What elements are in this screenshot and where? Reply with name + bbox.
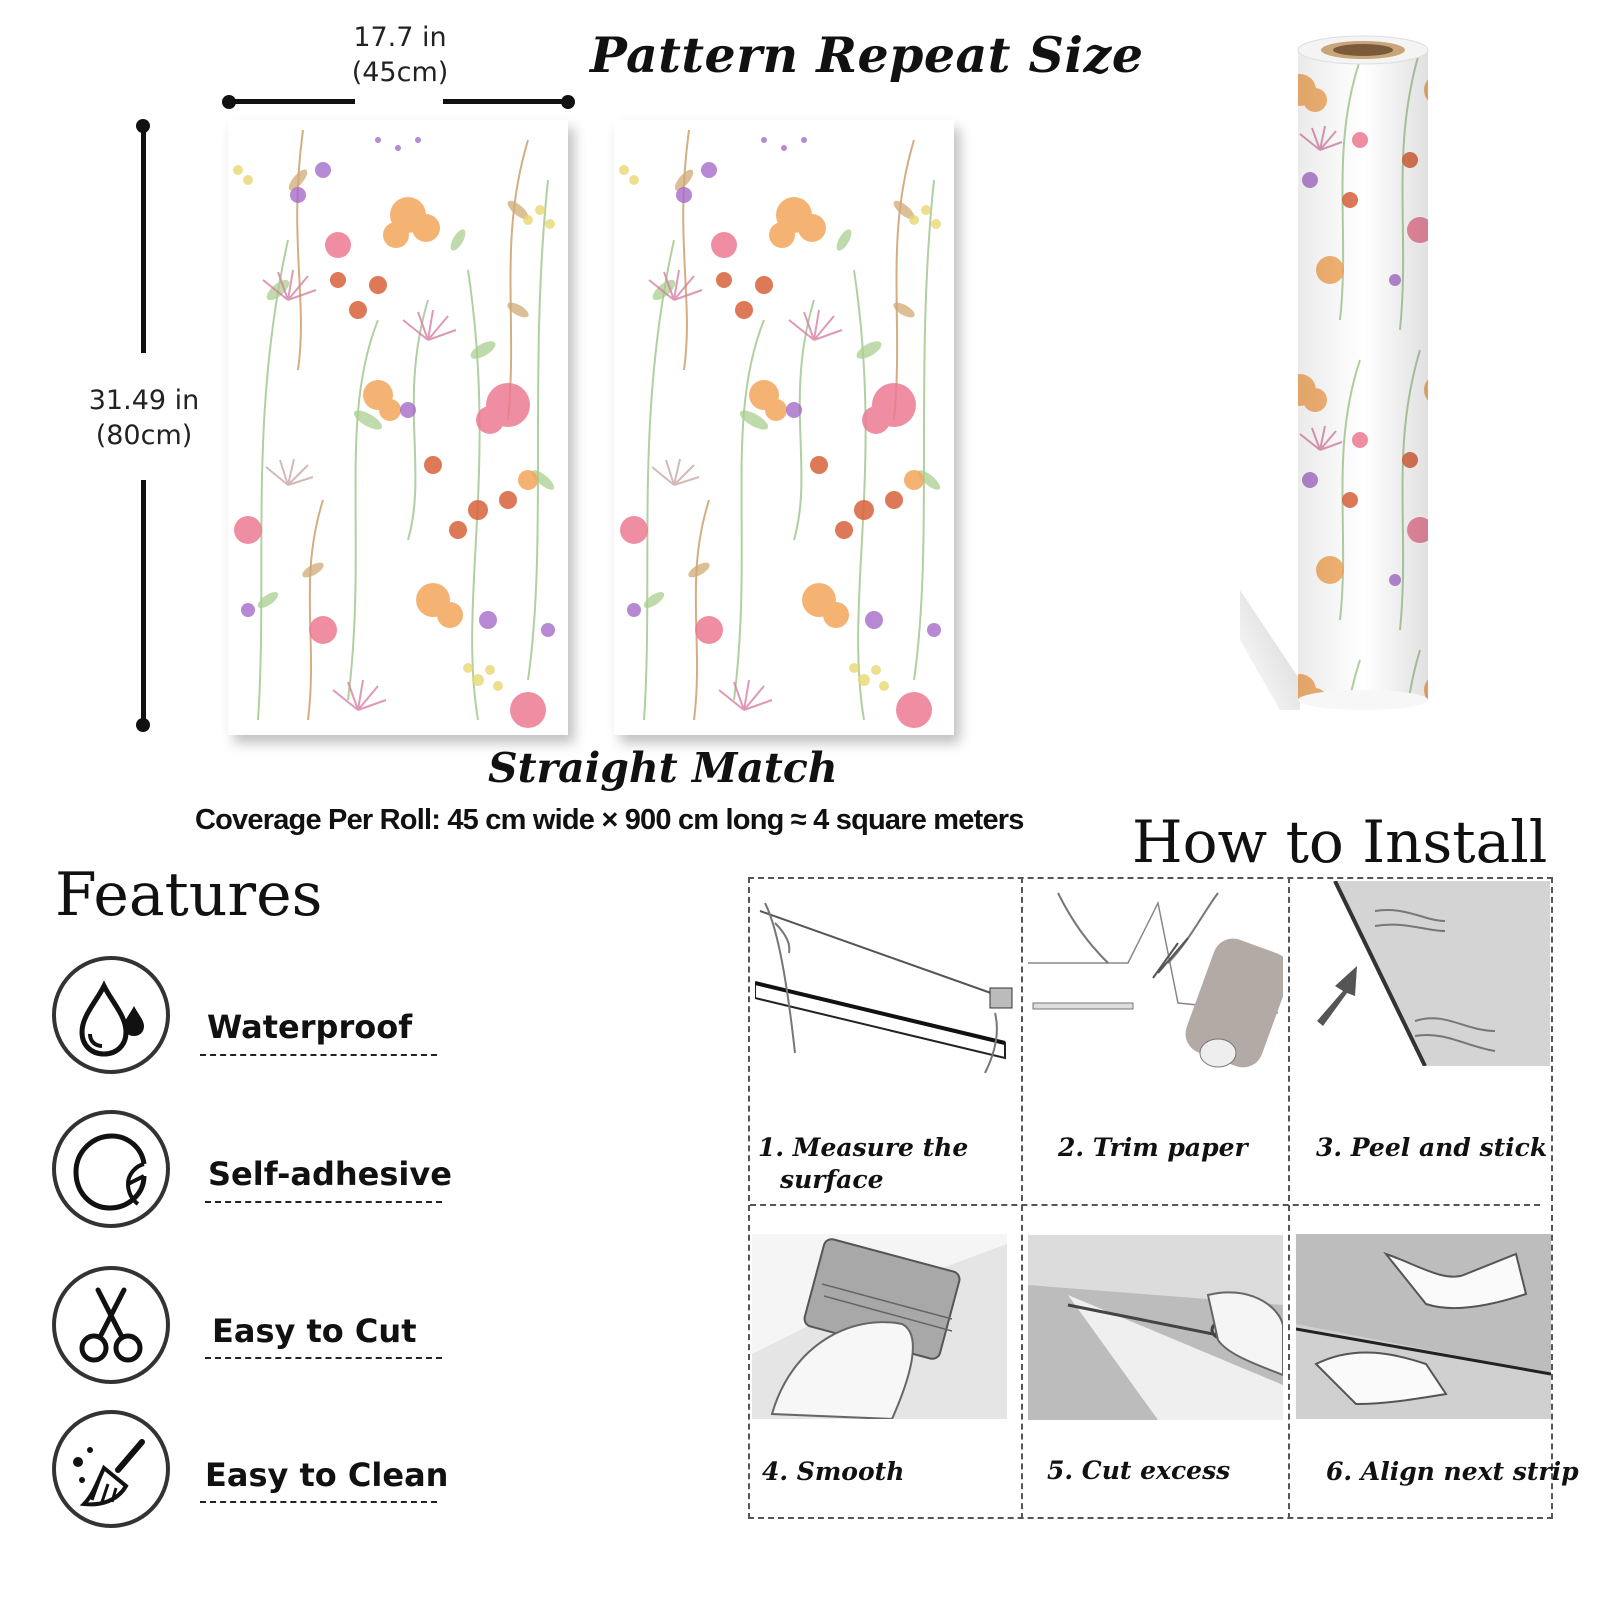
step-4-line1: 4. Smooth bbox=[762, 1457, 905, 1486]
peel-and-stick-illustration bbox=[1295, 881, 1550, 1066]
pattern-panel-left bbox=[228, 120, 568, 735]
width-end-dot bbox=[561, 95, 575, 109]
step-2-label: 2. Trim paper bbox=[1058, 1132, 1248, 1164]
width-line-right bbox=[443, 99, 568, 104]
pattern-panel-right bbox=[614, 120, 954, 735]
step-4-label: 4. Smooth bbox=[762, 1456, 904, 1488]
width-label: 17.7 in (45cm) bbox=[340, 20, 460, 90]
features-heading: Features bbox=[55, 860, 323, 930]
cut-excess-illustration bbox=[1028, 1235, 1283, 1420]
self-adhesive-icon-circle bbox=[52, 1110, 170, 1228]
easy-to-clean-icon-circle bbox=[52, 1410, 170, 1528]
step-5-line1: 5. Cut excess bbox=[1047, 1456, 1231, 1485]
wallpaper-roll bbox=[1240, 30, 1440, 710]
step-3-label: 3. Peel and stick bbox=[1316, 1132, 1547, 1164]
grid-divider-h bbox=[750, 1204, 1540, 1206]
pattern-repeat-title: Pattern Repeat Size bbox=[590, 26, 1144, 84]
measure-surface-illustration bbox=[755, 902, 1013, 1073]
scissors-icon bbox=[79, 1287, 143, 1363]
trim-paper-illustration bbox=[1028, 892, 1283, 1068]
step-6-label: 6. Align next strip bbox=[1326, 1456, 1579, 1488]
step-3-line1: 3. Peel and stick bbox=[1316, 1133, 1548, 1162]
height-label: 31.49 in (80cm) bbox=[74, 383, 214, 453]
install-heading: How to Install bbox=[1132, 808, 1548, 876]
step-5-label: 5. Cut excess bbox=[1047, 1455, 1230, 1487]
width-inches: 17.7 in bbox=[353, 22, 447, 53]
feature-easy-to-clean-label: Easy to Clean bbox=[205, 1456, 449, 1494]
grid-divider-v1 bbox=[1021, 877, 1023, 1519]
height-end-dot bbox=[136, 718, 150, 732]
roll-image bbox=[1240, 35, 1429, 710]
height-cm: (80cm) bbox=[95, 420, 193, 451]
water-drops-icon bbox=[79, 980, 144, 1057]
feature-easy-to-cut-label: Easy to Cut bbox=[212, 1312, 417, 1350]
step-1-line1: 1. Measure the bbox=[758, 1133, 969, 1162]
coverage-text: Coverage Per Roll: 45 cm wide × 900 cm l… bbox=[195, 804, 1024, 836]
broom-icon bbox=[73, 1439, 145, 1507]
step-6-line1: 6. Align next strip bbox=[1326, 1457, 1579, 1486]
grid-divider-v2 bbox=[1288, 877, 1290, 1519]
waterproof-icon-circle bbox=[52, 956, 170, 1074]
floral-pattern-left bbox=[228, 120, 568, 735]
feature-waterproof-underline bbox=[200, 1054, 437, 1056]
feature-easy-to-clean-underline bbox=[200, 1501, 437, 1503]
feature-self-adhesive-underline bbox=[205, 1201, 442, 1203]
smooth-illustration bbox=[752, 1234, 1007, 1419]
feature-self-adhesive-label: Self-adhesive bbox=[208, 1155, 452, 1193]
width-line-left bbox=[228, 99, 355, 104]
step-1-line2: surface bbox=[780, 1165, 884, 1194]
width-cm: (45cm) bbox=[351, 57, 449, 88]
easy-to-cut-icon-circle bbox=[52, 1266, 170, 1384]
floral-pattern-right bbox=[614, 120, 954, 735]
install-steps-grid bbox=[748, 877, 1553, 1519]
peel-sticker-icon bbox=[73, 1133, 147, 1211]
straight-match-title: Straight Match bbox=[488, 744, 838, 792]
step-2-line1: 2. Trim paper bbox=[1058, 1133, 1248, 1162]
height-inches: 31.49 in bbox=[88, 385, 200, 416]
step-1-label: 1. Measure the surface bbox=[758, 1132, 968, 1196]
feature-waterproof-label: Waterproof bbox=[207, 1008, 413, 1046]
align-next-strip-illustration bbox=[1296, 1234, 1551, 1419]
feature-easy-to-cut-underline bbox=[205, 1357, 442, 1359]
height-line-top bbox=[141, 125, 146, 353]
height-line-bottom bbox=[141, 480, 146, 725]
